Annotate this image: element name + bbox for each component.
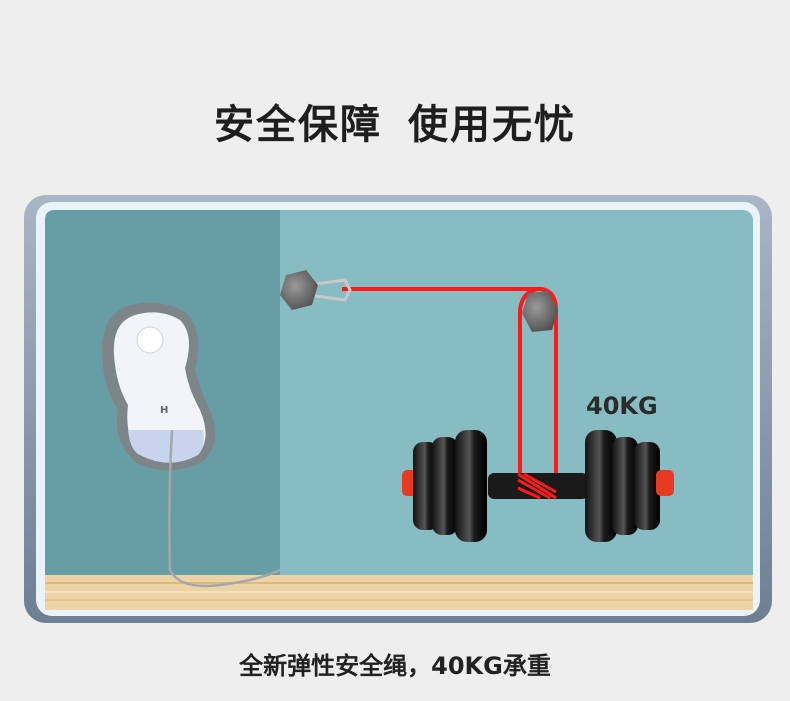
weight-label: 40KG — [586, 392, 658, 420]
pulley-bolt-right — [522, 291, 558, 332]
dumbbell — [402, 430, 674, 542]
window-cleaning-robot: H — [101, 302, 281, 588]
robot-cable — [168, 429, 281, 588]
caption: 全新弹性安全绳，40KG承重 — [239, 652, 551, 680]
headline: 安全保障 使用无忧 — [214, 102, 576, 148]
svg-text:H: H — [160, 405, 168, 416]
anchor-bolt-left — [280, 270, 352, 310]
